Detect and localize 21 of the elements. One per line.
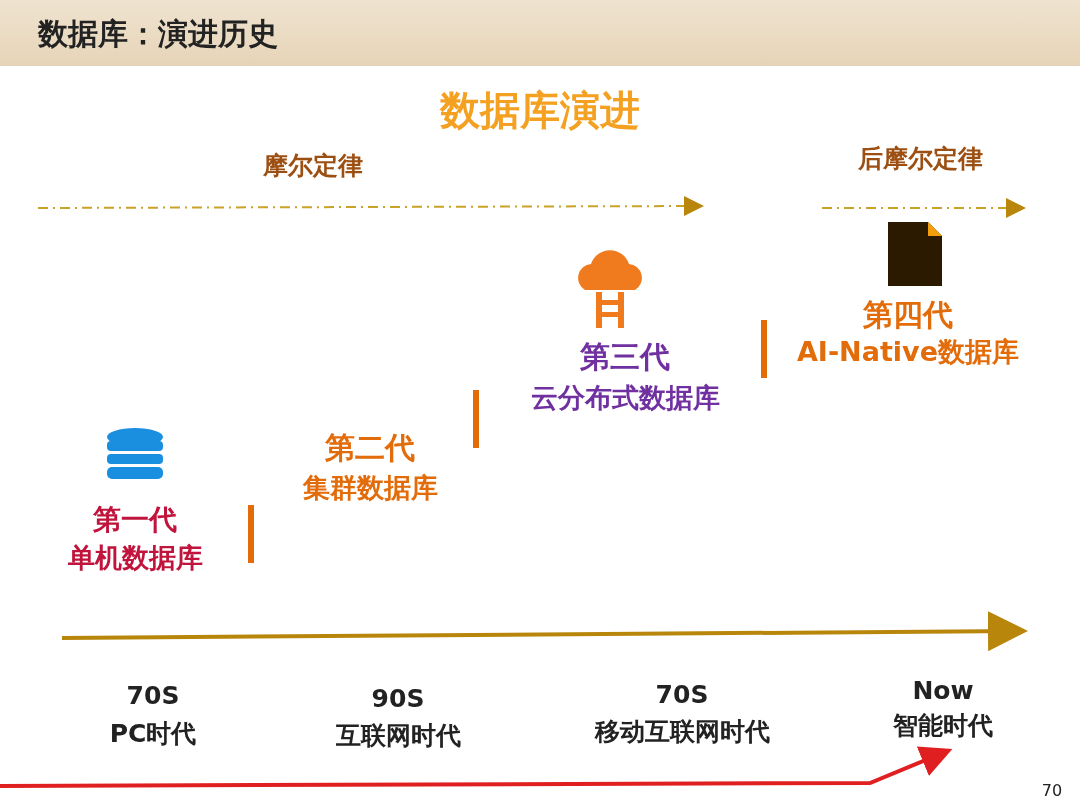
main-heading: 数据库演进: [440, 85, 640, 135]
era-label: PC时代: [109, 717, 197, 750]
generation-label: 单机数据库: [67, 541, 203, 575]
section-heading: 摩尔定律: [263, 149, 363, 182]
generation-label: 第一代: [93, 502, 177, 538]
generation-label: 第二代: [325, 428, 415, 467]
era-label: 90S: [371, 683, 425, 713]
generation-label: 云分布式数据库: [530, 381, 720, 415]
generation-label: 第四代: [863, 295, 953, 334]
era-label: 70S: [126, 680, 180, 710]
page-number: 70: [1041, 780, 1063, 800]
era-label: Now: [912, 675, 974, 705]
era-label: 智能时代: [893, 709, 993, 742]
generation-label: 第三代: [580, 337, 670, 376]
era-label: 移动互联网时代: [594, 715, 770, 748]
era-label: 互联网时代: [335, 719, 461, 752]
section-heading: 后摩尔定律: [857, 142, 983, 175]
era-label: 70S: [655, 679, 709, 709]
generation-label: 集群数据库: [302, 471, 438, 505]
generation-label: AI-Native数据库: [797, 335, 1019, 369]
slide-title: 数据库：演进历史: [38, 15, 278, 53]
